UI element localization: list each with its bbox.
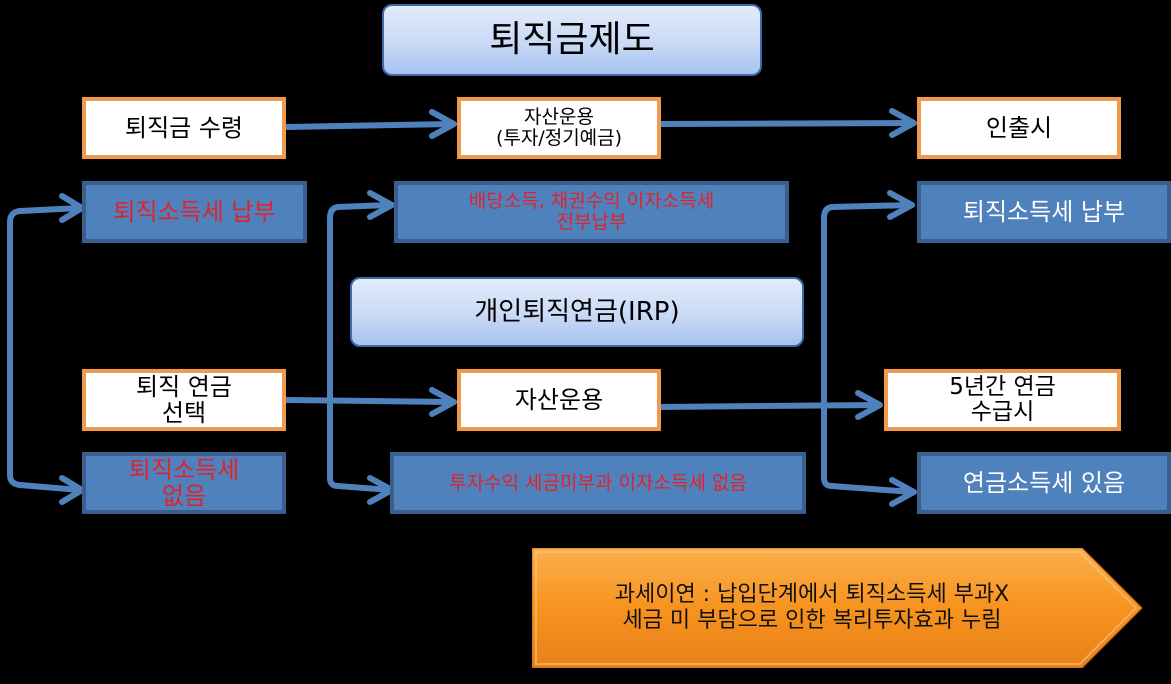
no-tax-box: 퇴직소득세 없음 bbox=[82, 452, 286, 514]
arrow-choice-to-asset bbox=[284, 387, 457, 417]
arrow-right-branch bbox=[821, 190, 917, 507]
tax-pay-withdraw-label: 퇴직소득세 납부 bbox=[962, 197, 1126, 226]
asset-mgmt-label: 자산운용 (투자/정기예금) bbox=[495, 106, 623, 149]
withdrawal-label: 인출시 bbox=[985, 113, 1053, 142]
asset-mgmt-box: 자산운용 (투자/정기예금) bbox=[457, 97, 661, 159]
irp-title-box: 개인퇴직연금(IRP) bbox=[350, 277, 804, 347]
receive-box: 퇴직금 수령 bbox=[82, 97, 286, 159]
arrow-asset-to-five-year bbox=[654, 390, 883, 420]
no-tax-label: 퇴직소득세 없음 bbox=[128, 455, 240, 510]
callout-text: 과세이연 : 납입단계에서 퇴직소득세 부과X 세금 미 부담으로 인한 복리투… bbox=[614, 581, 1010, 633]
page-title: 퇴직금제도 bbox=[489, 19, 655, 61]
arrow-left-branch bbox=[7, 193, 85, 505]
pension-choice-box: 퇴직 연금 선택 bbox=[82, 369, 286, 431]
callout-arrow-shape bbox=[532, 548, 1142, 668]
withdrawal-box: 인출시 bbox=[917, 97, 1121, 159]
pension-choice-label: 퇴직 연금 선택 bbox=[136, 372, 232, 427]
tax-pay-label: 퇴직소득세 납부 bbox=[113, 197, 276, 226]
arrow-receive-to-asset bbox=[284, 109, 457, 139]
pension-tax-box: 연금소득세 있음 bbox=[917, 452, 1171, 514]
irp-asset-mgmt-box: 자산운용 bbox=[457, 369, 661, 431]
title-box: 퇴직금제도 bbox=[382, 4, 762, 76]
arrow-asset-to-withdrawal bbox=[659, 108, 917, 138]
dividend-tax-box: 배당소득, 채권수익 이자소득세 전부납부 bbox=[394, 181, 789, 243]
irp-title: 개인퇴직연금(IRP) bbox=[474, 296, 680, 327]
dividend-tax-label: 배당소득, 채권수익 이자소득세 전부납부 bbox=[468, 190, 715, 233]
pension-tax-label: 연금소득세 있음 bbox=[962, 468, 1126, 497]
irp-asset-mgmt-label: 자산운용 bbox=[514, 385, 604, 414]
five-year-box: 5년간 연금 수급시 bbox=[884, 369, 1121, 431]
no-interest-tax-box: 투자수익 세금미부과 이자소득세 없음 bbox=[390, 452, 806, 514]
no-interest-tax-label: 투자수익 세금미부과 이자소득세 없음 bbox=[449, 471, 747, 494]
receive-label: 퇴직금 수령 bbox=[124, 113, 244, 142]
tax-pay-withdraw-box: 퇴직소득세 납부 bbox=[917, 181, 1171, 243]
five-year-label: 5년간 연금 수급시 bbox=[949, 373, 1056, 425]
arrow-middle-branch bbox=[327, 190, 395, 505]
tax-pay-box: 퇴직소득세 납부 bbox=[82, 181, 307, 243]
